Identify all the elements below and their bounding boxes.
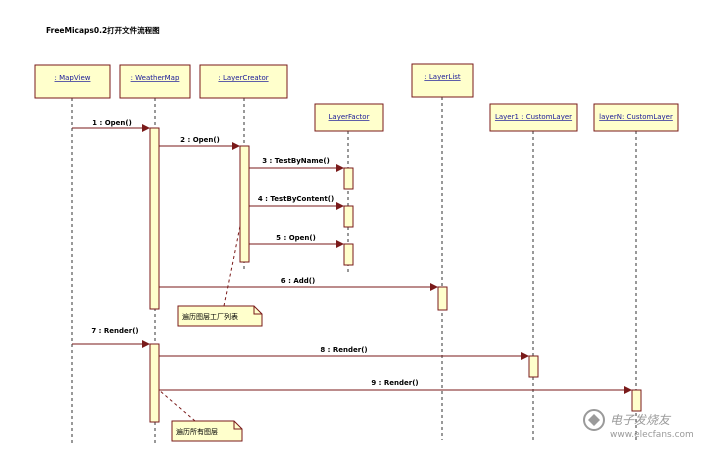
activation-layerlist — [437, 286, 448, 311]
participant-layerfactor: LayerFactor — [314, 103, 384, 132]
note-iterate-layers: 遍历所有图层 — [158, 389, 243, 442]
participant-layer1-label: Layer1 : CustomLayer — [495, 113, 572, 121]
note-iterate-factories-label: 遍历图层工厂列表 — [182, 312, 238, 321]
message-6-label: 6 : Add() — [281, 277, 315, 285]
activation-weathermap-1 — [149, 127, 160, 310]
participant-weathermap: : WeatherMap — [119, 64, 191, 99]
message-7-label: 7 : Render() — [91, 327, 138, 335]
message-6-add: 6 : Add() — [159, 277, 438, 291]
message-2-open: 2 : Open() — [159, 136, 240, 150]
participant-layern-label: layerN: CustomLayer — [599, 113, 673, 121]
activation-layern — [631, 389, 642, 412]
note-iterate-factories: 遍历图层工厂列表 — [177, 225, 263, 327]
message-9-render: 9 : Render() — [159, 379, 632, 394]
message-5-label: 5 : Open() — [276, 234, 316, 242]
watermark-url: www.elecfans.com — [610, 430, 694, 440]
participant-mapview-label: : MapView — [55, 74, 91, 82]
participant-layer1: Layer1 : CustomLayer — [489, 103, 578, 132]
activation-layerfactor-3 — [343, 243, 354, 266]
activation-layerfactor-2 — [343, 205, 354, 228]
watermark-brand: 电子发烧友 — [610, 413, 672, 427]
participant-layern: layerN: CustomLayer — [593, 103, 679, 132]
participant-weathermap-label: : WeatherMap — [131, 74, 180, 82]
message-3-label: 3 : TestByName() — [262, 157, 330, 165]
activation-weathermap-2 — [149, 343, 160, 423]
message-3-testbyname: 3 : TestByName() — [249, 157, 344, 172]
message-4-testbycontent: 4 : TestByContent() — [249, 195, 344, 210]
participant-layerlist: : LayerList — [411, 63, 474, 98]
message-5-open: 5 : Open() — [249, 234, 344, 248]
message-4-label: 4 : TestByContent() — [258, 195, 334, 203]
message-2-label: 2 : Open() — [180, 136, 220, 144]
message-9-label: 9 : Render() — [371, 379, 418, 387]
message-8-label: 8 : Render() — [320, 346, 367, 354]
message-7-render: 7 : Render() — [72, 327, 150, 348]
activation-layerfactor-1 — [343, 167, 354, 190]
participant-mapview: : MapView — [34, 64, 111, 99]
participant-layerfactor-label: LayerFactor — [329, 113, 370, 121]
participant-layercreator-label: : LayerCreator — [218, 74, 268, 82]
message-1-open: 1 : Open() — [72, 119, 150, 132]
participant-layercreator: : LayerCreator — [199, 64, 288, 99]
diagram-title: FreeMicaps0.2打开文件流程图 — [46, 25, 160, 35]
participant-layerlist-label: : LayerList — [424, 73, 461, 81]
message-8-render: 8 : Render() — [159, 346, 529, 360]
activation-layercreator — [239, 145, 250, 263]
message-1-label: 1 : Open() — [92, 119, 132, 127]
watermark-logo-icon — [583, 409, 605, 431]
watermark: 电子发烧友 www.elecfans.com — [583, 409, 694, 440]
activation-layer1 — [528, 355, 539, 378]
note-iterate-layers-label: 遍历所有图层 — [176, 427, 218, 436]
